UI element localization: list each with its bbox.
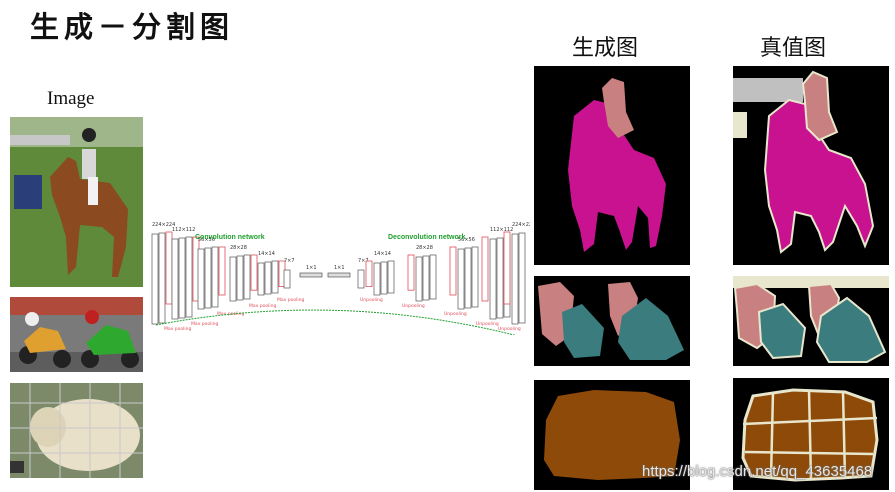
conv-size-label: 56×56 bbox=[198, 237, 215, 243]
conv-layer-block bbox=[264, 261, 272, 295]
conv-layer-block bbox=[271, 260, 279, 294]
unpool-label: Unpooling bbox=[476, 321, 499, 327]
generated-seg-sheep bbox=[534, 380, 690, 490]
pool-label: Max pooling bbox=[249, 303, 276, 309]
conv-layer-block bbox=[185, 236, 193, 318]
deconv-layer-block bbox=[464, 247, 472, 309]
deconv-layer-block bbox=[429, 254, 437, 300]
pool-layer-block bbox=[250, 254, 258, 291]
conv-layer-block bbox=[204, 247, 212, 309]
conv-size-label: 112×112 bbox=[172, 227, 195, 233]
conv-layer-block bbox=[158, 232, 166, 324]
conv-size-label: 28×28 bbox=[230, 245, 247, 251]
unpool-label: Unpooling bbox=[444, 311, 467, 317]
unpool-layer-block bbox=[449, 246, 457, 296]
pool-layer-block bbox=[165, 231, 173, 305]
deconv-layer-block bbox=[511, 233, 519, 325]
deconv-layer-block bbox=[518, 232, 526, 324]
unpool-label: Unpooling bbox=[360, 297, 383, 303]
pool-label: Max pooling bbox=[191, 321, 218, 327]
deconv-layer-block bbox=[357, 269, 365, 289]
conv-layer-block bbox=[211, 246, 219, 308]
deconv-layer-block bbox=[489, 238, 497, 320]
conv-layer-block bbox=[243, 254, 251, 300]
input-photo-motorbikes bbox=[10, 297, 143, 372]
conv-layer-block bbox=[236, 255, 244, 301]
conv-layer-block bbox=[197, 248, 205, 310]
unpool-label: Unpooling bbox=[498, 326, 521, 332]
input-photo-sheep bbox=[10, 383, 143, 478]
deconv-layer-block bbox=[387, 260, 395, 294]
fc-size-label: 1×1 bbox=[334, 265, 345, 271]
groundtruth-seg-sheep bbox=[733, 378, 889, 490]
conv-network-label: Convolution network bbox=[195, 234, 265, 241]
deconv-layer-block bbox=[380, 261, 388, 295]
conv-layer-block bbox=[151, 233, 159, 325]
fc-layer-block bbox=[327, 272, 351, 278]
conv-size-label: 7×7 bbox=[284, 258, 295, 264]
deconv-size-label: 112×112 bbox=[490, 227, 513, 233]
deconv-network-label: Deconvolution network bbox=[388, 234, 466, 241]
generated-seg-motorbikes bbox=[534, 276, 690, 366]
pool-label: Max pooling bbox=[164, 326, 191, 332]
fc-layer-block bbox=[299, 272, 323, 278]
deconv-layer-block bbox=[373, 262, 381, 296]
groundtruth-seg-horse bbox=[733, 66, 889, 265]
deconv-layer-block bbox=[415, 256, 423, 302]
pool-label: Max pooling bbox=[277, 297, 304, 303]
image-column-label: Image bbox=[47, 88, 95, 109]
unpool-layer-block bbox=[365, 260, 373, 288]
input-photo-horse-rider bbox=[10, 117, 143, 287]
flow-arrow bbox=[155, 309, 516, 335]
unpool-layer-block bbox=[503, 231, 511, 305]
deconv-layer-block bbox=[496, 237, 504, 319]
deconv-layer-block bbox=[457, 248, 465, 310]
fc-size-label: 1×1 bbox=[306, 265, 317, 271]
deconv-size-label: 224×224 bbox=[512, 222, 530, 228]
conv-layer-block bbox=[229, 256, 237, 302]
groundtruth-seg-motorbikes bbox=[733, 276, 889, 366]
conv-size-label: 224×224 bbox=[152, 222, 175, 228]
conv-size-label: 14×14 bbox=[258, 251, 275, 257]
conv-layer-block bbox=[283, 269, 291, 289]
deconv-size-label: 56×56 bbox=[458, 237, 475, 243]
watermark: https://blog.csdn.net/qq_43635468 bbox=[642, 463, 873, 480]
unpool-label: Unpooling bbox=[402, 303, 425, 309]
page-title: 生成－分割图 bbox=[30, 10, 235, 44]
unpool-layer-block bbox=[407, 254, 415, 291]
ground-truth-column-label: 真值图 bbox=[760, 36, 827, 61]
deconv-size-label: 7×7 bbox=[358, 258, 369, 264]
generated-seg-horse bbox=[534, 66, 690, 265]
conv-layer-block bbox=[178, 237, 186, 319]
pool-layer-block bbox=[218, 246, 226, 296]
unpool-layer-block bbox=[481, 236, 489, 302]
deconv-size-label: 28×28 bbox=[416, 245, 433, 251]
generated-column-label: 生成图 bbox=[572, 36, 639, 61]
conv-layer-block bbox=[171, 238, 179, 320]
conv-layer-block bbox=[257, 262, 265, 296]
deconv-size-label: 14×14 bbox=[374, 251, 391, 257]
deconv-layer-block bbox=[471, 246, 479, 308]
deconv-layer-block bbox=[422, 255, 430, 301]
